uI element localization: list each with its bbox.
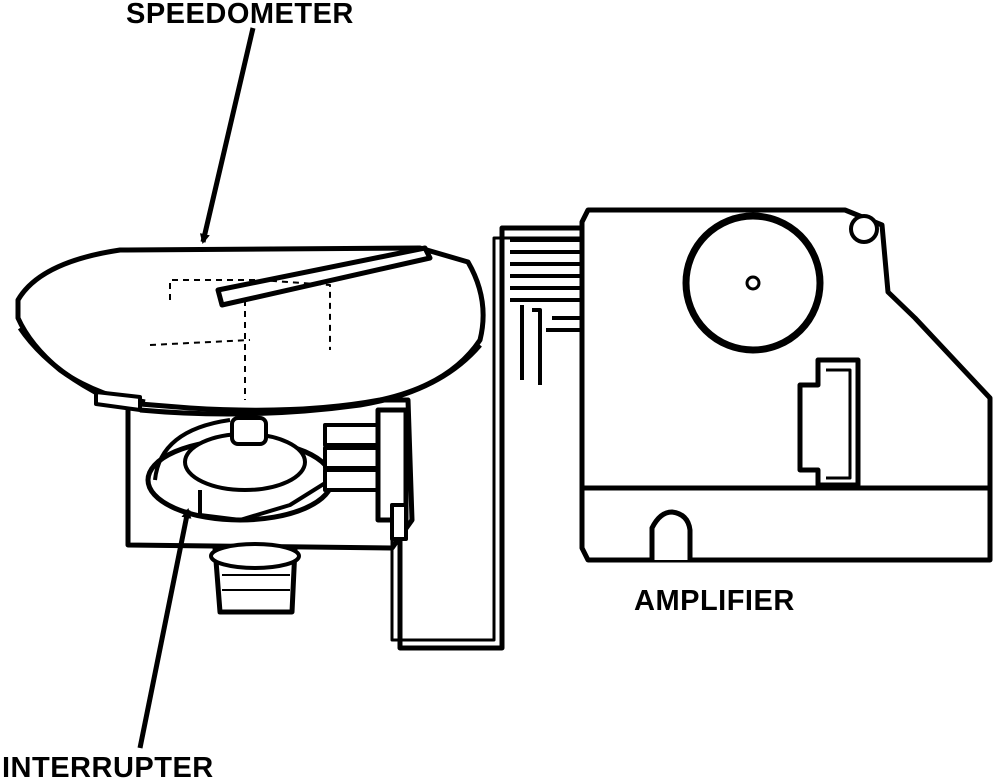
speedometer-label: SPEEDOMETER [126, 0, 354, 30]
speedometer-assembly [15, 245, 486, 615]
amplifier-connector [797, 357, 861, 488]
interrupter-leader-arrow [137, 508, 192, 749]
wiring-harness [390, 225, 585, 651]
amplifier-module [579, 207, 993, 563]
amplifier-label: AMPLIFIER [634, 585, 795, 617]
harness-wire-outer [397, 225, 585, 651]
interrupter-label: INTERRUPTER [2, 752, 214, 782]
drive-stub-ring [209, 542, 301, 570]
speedometer-leader-arrow [199, 27, 256, 244]
mount-hole-top [849, 214, 879, 244]
rotor-hub [230, 416, 268, 446]
side-bracket [375, 407, 409, 523]
mount-hole-bottom [649, 509, 693, 560]
speedometer-needle [215, 245, 433, 308]
